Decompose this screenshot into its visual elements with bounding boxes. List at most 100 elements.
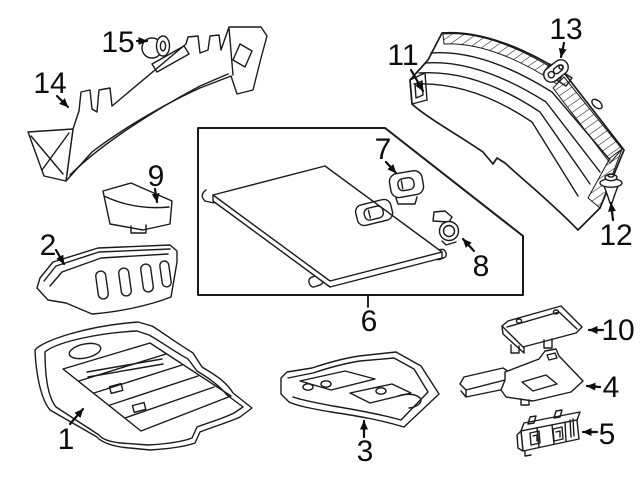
part-14-end-seam xyxy=(228,27,234,76)
callout-12-label[interactable]: 12 xyxy=(599,219,632,252)
callout-13-arrow xyxy=(558,41,567,59)
callout-10-label[interactable]: 10 xyxy=(601,314,634,347)
part-11-outline xyxy=(409,31,625,231)
part-2-rim-inner xyxy=(49,253,169,287)
part-7-slot xyxy=(397,176,415,192)
part-5-tab xyxy=(527,415,537,425)
part-5-clip xyxy=(529,430,541,446)
callout-6: 6 xyxy=(361,294,378,338)
callout-4: 4 xyxy=(585,371,620,404)
part-6-floor-panel-drawing[interactable] xyxy=(201,165,447,288)
part-5-drawing[interactable] xyxy=(516,409,581,457)
part-8-ring-inner xyxy=(442,224,456,238)
callout-7-arrow xyxy=(384,160,398,175)
callout-8: 8 xyxy=(461,237,490,283)
part-3-boss xyxy=(375,387,387,395)
part-7-detail xyxy=(400,180,404,190)
part-11-rib xyxy=(413,83,579,197)
part-14-drawing[interactable] xyxy=(27,26,268,182)
part-9-tab xyxy=(130,224,147,234)
callout-6-label[interactable]: 6 xyxy=(361,305,378,338)
part-1-recess xyxy=(68,342,102,360)
part-2-slot xyxy=(159,260,172,288)
part-4-recess xyxy=(521,374,558,392)
part-13-slot-end xyxy=(558,64,564,70)
callout-9: 9 xyxy=(148,160,165,204)
part-12-knob-top xyxy=(607,173,615,178)
callout-11-label[interactable]: 11 xyxy=(387,39,418,72)
callout-2-arrow xyxy=(54,248,66,266)
callout-1-arrow xyxy=(68,407,85,426)
part-1-drawing[interactable] xyxy=(34,321,253,451)
part-2-slot xyxy=(95,270,109,300)
part-11-hole xyxy=(591,98,603,110)
part-8-ring-outer xyxy=(438,220,460,242)
callout-13-label[interactable]: 13 xyxy=(549,13,582,46)
part-2-slot xyxy=(118,267,132,297)
part-2-body xyxy=(36,244,178,315)
part-7-body xyxy=(388,169,425,199)
part-5-foot xyxy=(524,450,532,457)
callout-14: 14 xyxy=(33,67,70,109)
callout-3: 3 xyxy=(357,419,374,468)
part-10-top xyxy=(501,305,583,348)
callout-5: 5 xyxy=(581,418,616,451)
part-2-drawing[interactable] xyxy=(36,244,178,315)
part-12-drawing[interactable] xyxy=(599,173,623,204)
part-3-inner-rim xyxy=(287,357,429,421)
callout-14-arrow xyxy=(55,94,70,109)
part-1-clip xyxy=(108,382,124,395)
part-5-clip xyxy=(552,426,564,442)
callout-15-label[interactable]: 15 xyxy=(101,26,134,59)
part-8-base xyxy=(441,240,457,246)
callout-9-label[interactable]: 9 xyxy=(148,160,165,193)
part-3-boss xyxy=(320,380,332,388)
callout-12: 12 xyxy=(599,201,633,252)
callout-5-label[interactable]: 5 xyxy=(599,418,616,451)
part-4-foot xyxy=(520,398,530,406)
part-1-floor xyxy=(62,342,232,432)
part-3-drawing[interactable] xyxy=(280,351,440,428)
part-1-clip xyxy=(131,401,147,414)
part-5-tab xyxy=(553,409,563,419)
callout-3-label[interactable]: 3 xyxy=(357,435,374,468)
part-7-lip xyxy=(395,196,418,205)
part-4-drawing[interactable] xyxy=(459,348,584,406)
part-15-side xyxy=(155,35,171,57)
part-14-rim-line xyxy=(69,73,229,176)
callout-2-label[interactable]: 2 xyxy=(40,229,57,262)
part-10-drawing[interactable] xyxy=(501,305,583,354)
part-14-slot xyxy=(151,45,190,73)
part-15-hole xyxy=(159,40,167,52)
part-11-rib xyxy=(430,51,611,161)
callout-1-label[interactable]: 1 xyxy=(58,423,75,456)
part-10-tab xyxy=(543,338,553,349)
part-2-slot xyxy=(140,263,154,293)
callout-8-label[interactable]: 8 xyxy=(473,250,490,283)
panel-handle-detail xyxy=(367,209,372,219)
panel-top-face xyxy=(212,165,443,282)
part-7-handle-cover-drawing[interactable] xyxy=(388,169,425,205)
part-15-drawing[interactable] xyxy=(141,35,171,59)
part-3-pocket xyxy=(299,370,376,391)
part-4-tab-hole xyxy=(546,352,558,361)
callout-14-label[interactable]: 14 xyxy=(33,67,66,100)
part-10-hole xyxy=(515,318,523,324)
panel-foot xyxy=(201,189,215,204)
callout-4-label[interactable]: 4 xyxy=(603,371,620,404)
part-2-rim xyxy=(43,248,171,282)
part-10-tab xyxy=(510,344,520,354)
part-11-rib xyxy=(418,71,591,185)
part-6-group xyxy=(197,127,524,296)
part-13-drawing[interactable] xyxy=(541,57,572,85)
part-3-cup xyxy=(397,393,422,409)
callout-2: 2 xyxy=(40,229,66,266)
part-8-tie-down-hook-drawing[interactable] xyxy=(432,210,460,246)
part-10-hole xyxy=(552,309,560,315)
panel-handle-recess xyxy=(354,198,394,227)
part-11-drawing[interactable] xyxy=(409,31,625,231)
part-4-arm-face xyxy=(460,388,506,398)
callout-7-label[interactable]: 7 xyxy=(375,133,392,166)
